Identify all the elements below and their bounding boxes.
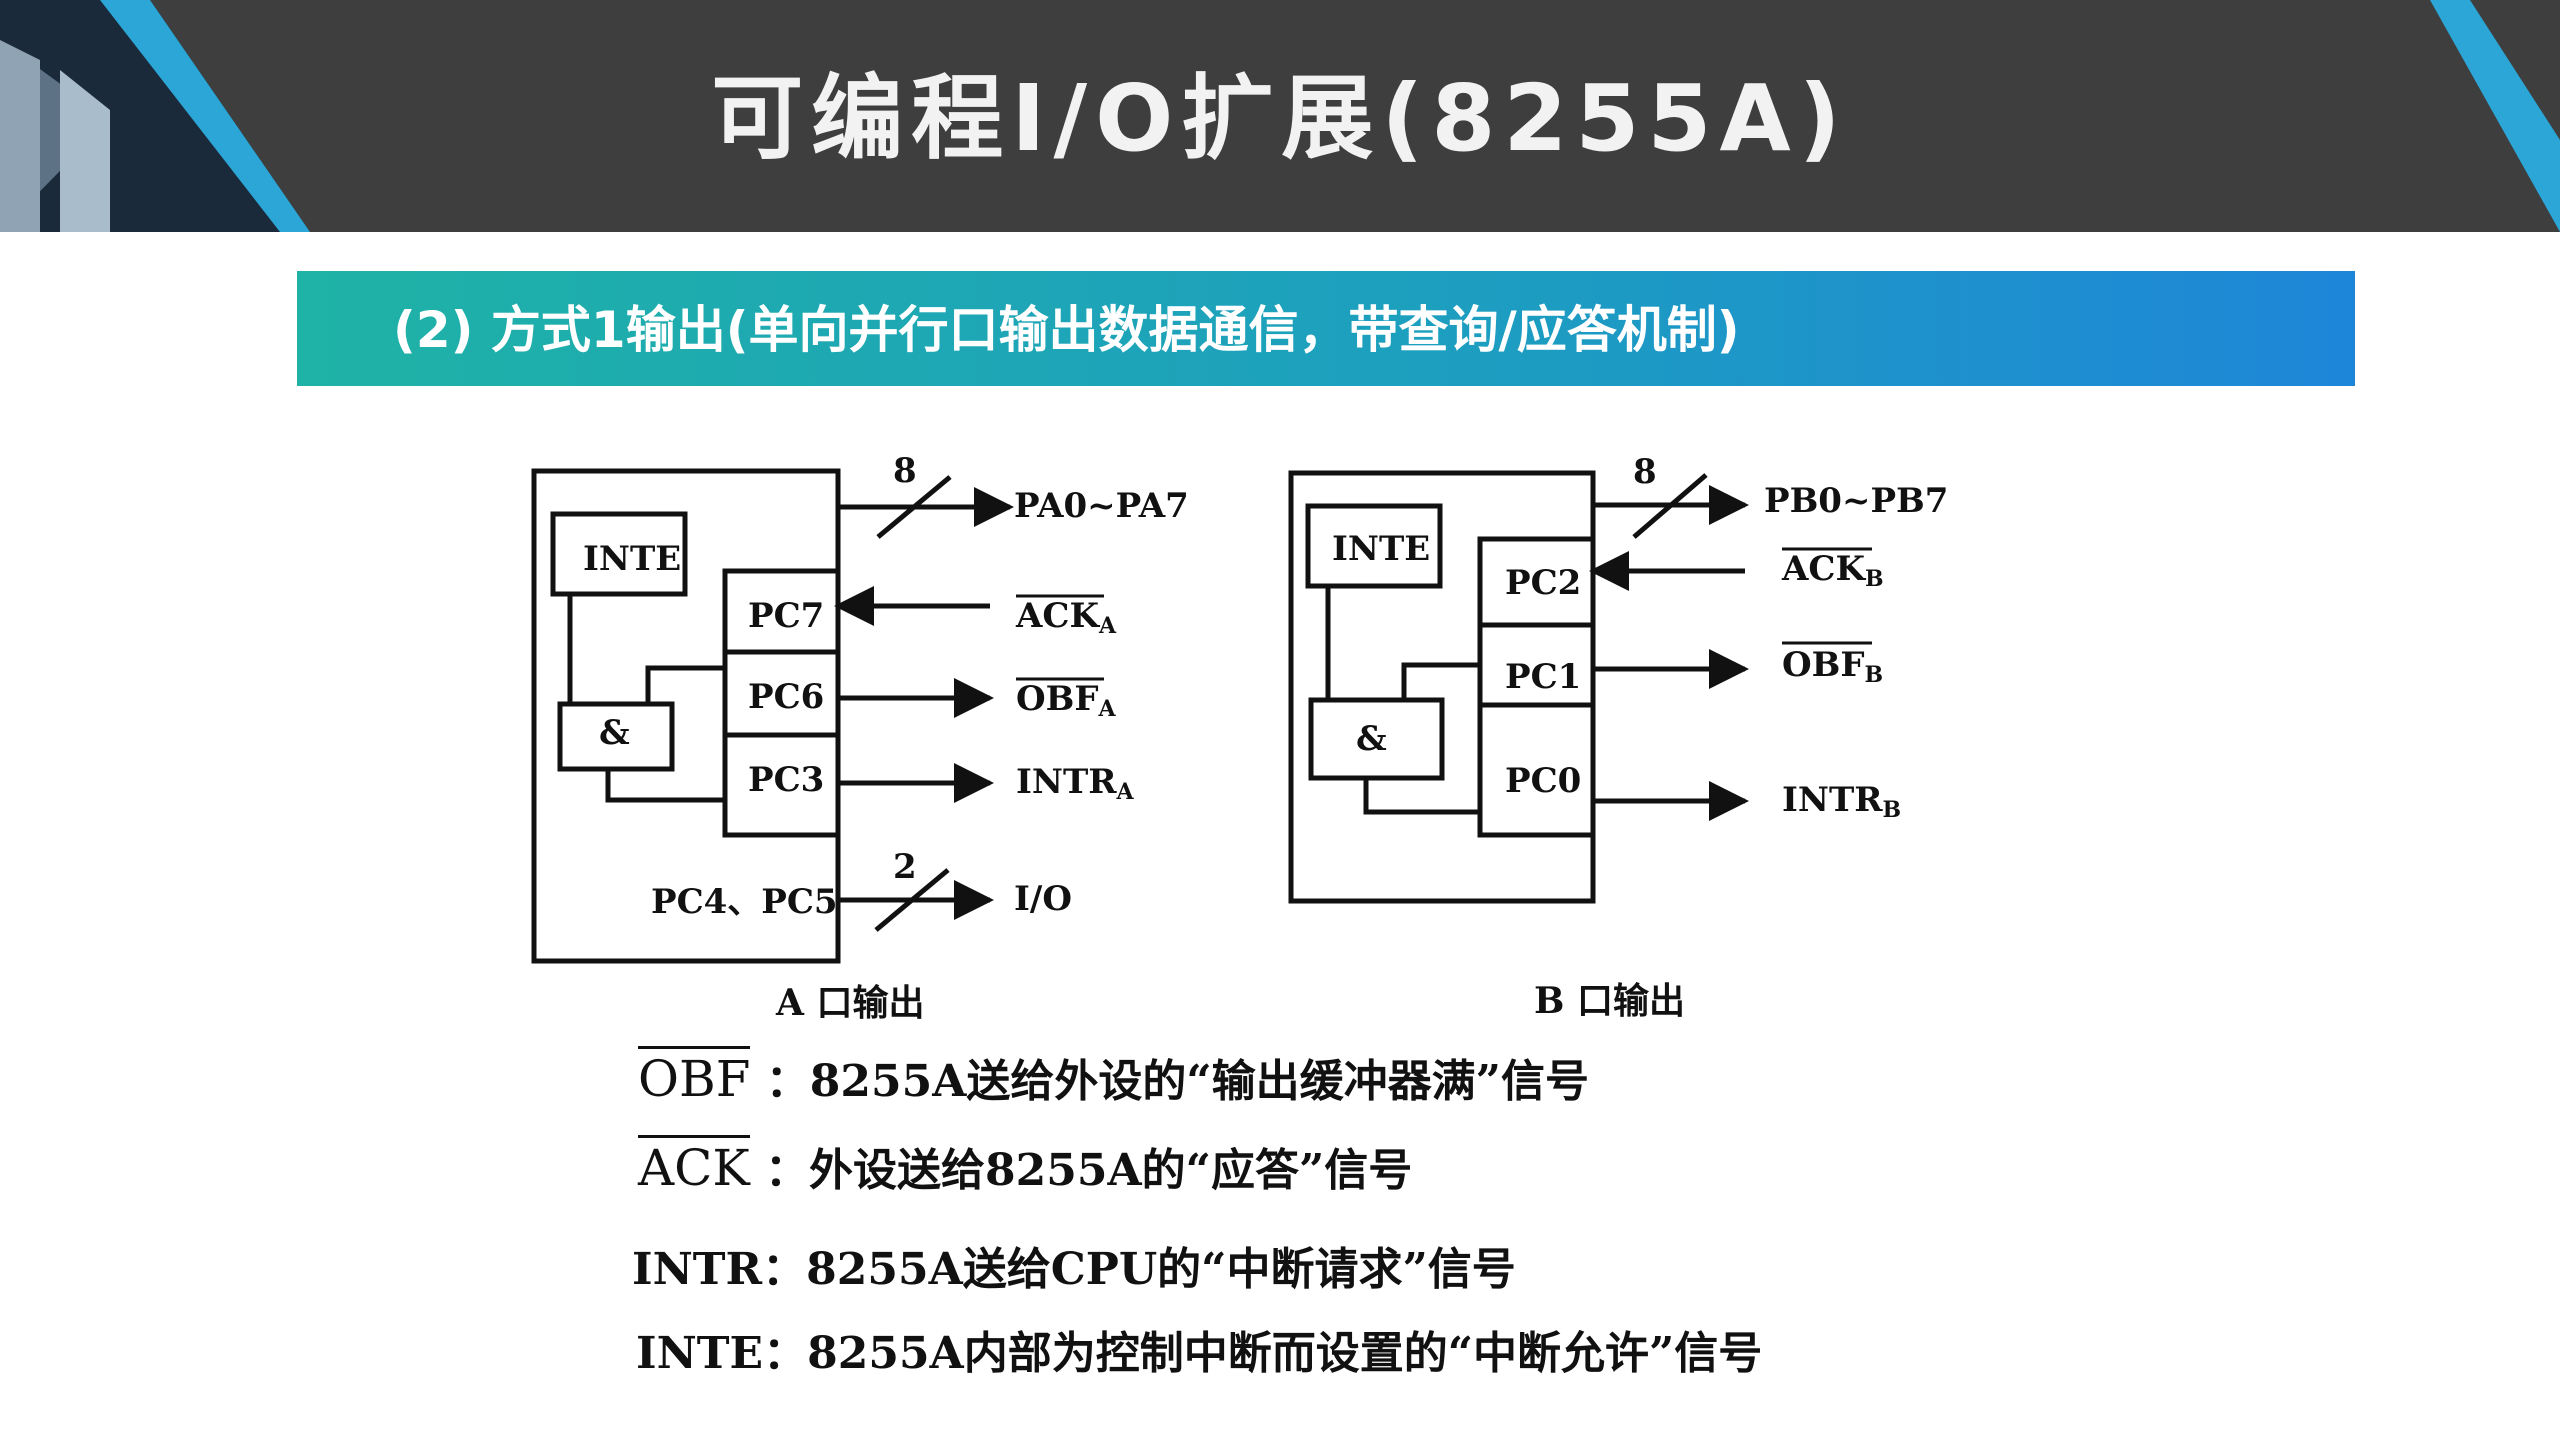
port-a-pc6-label: PC6 — [748, 677, 824, 717]
port-b-bus-width: 8 — [1633, 452, 1657, 492]
section-banner: (2) 方式1输出(单向并行口输出数据通信，带查询/应答机制) — [297, 271, 2355, 386]
definition-term: OBF — [638, 1046, 751, 1108]
definition-text: 8255A内部为控制中断而设置的“中断允许”信号 — [807, 1328, 1763, 1379]
page-title: 可编程I/O扩展(8255A) — [711, 65, 1849, 172]
port-b-obf-feedback-wire — [1401, 662, 1480, 700]
port-b-pc1-label: PC1 — [1505, 657, 1581, 697]
definition-term: ACK — [638, 1135, 750, 1197]
port-a-pc7-label: PC7 — [748, 596, 824, 636]
definition-text: ：8255A送给外设的“输出缓冲器满”信号 — [765, 1056, 1589, 1107]
port-a-intr-wire — [605, 769, 725, 803]
port-a-ack-label: ACKA — [1015, 596, 1117, 639]
port-a-io-width: 2 — [893, 847, 917, 887]
corner-decoration-icon — [2430, 0, 2560, 232]
port-a-obf-feedback-wire — [645, 665, 725, 704]
port-b-inte-label: INTE — [1332, 529, 1430, 569]
header-bar — [0, 0, 2560, 232]
building-decoration-icon — [0, 0, 310, 232]
port-a-bus-slash — [876, 475, 952, 539]
port-b-and-label: & — [1356, 719, 1387, 759]
definition-term: INTR： — [632, 1244, 807, 1295]
port-a-io-label: I/O — [1014, 879, 1072, 919]
port-b-bus-slash — [1632, 473, 1708, 539]
definition-intr: INTR：8255A送给CPU的“中断请求”信号 — [632, 1233, 1516, 1297]
port-a-pc45-label: PC4、PC5 — [651, 882, 838, 922]
port-a-inte-box — [550, 511, 688, 597]
port-a-inte-label: INTE — [583, 539, 681, 579]
port-a-bus-label: PA0~PA7 — [1014, 486, 1189, 526]
definition-obf: OBF ：8255A送给外设的“输出缓冲器满”信号 — [638, 1045, 1589, 1109]
section-heading: (2) 方式1输出(单向并行口输出数据通信，带查询/应答机制) — [393, 301, 1740, 359]
port-a-obf-label: OBFA — [1016, 679, 1117, 722]
port-b-ack-label: ACKB — [1781, 549, 1884, 592]
port-b-inte-box — [1305, 503, 1443, 589]
port-a-io-slash — [874, 868, 950, 932]
port-a-and-gate — [557, 701, 675, 772]
port-a-caption: A 口输出 — [775, 982, 924, 1024]
definition-ack: ACK ：外设送给8255A的“应答”信号 — [638, 1134, 1412, 1198]
port-a-and-label: & — [599, 713, 630, 753]
port-a-pc3-label: PC3 — [748, 760, 824, 800]
port-b-obf-label: OBFB — [1782, 645, 1883, 688]
definition-text: ：外设送给8255A的“应答”信号 — [765, 1145, 1413, 1196]
port-b-and-gate — [1308, 697, 1445, 781]
definition-term: INTE： — [636, 1328, 808, 1379]
definition-text: 8255A送给CPU的“中断请求”信号 — [806, 1244, 1516, 1295]
port-b-pc0-box — [1477, 702, 1596, 838]
definition-inte: INTE：8255A内部为控制中断而设置的“中断允许”信号 — [636, 1317, 1762, 1381]
port-b-pc2-label: PC2 — [1505, 563, 1581, 603]
port-b-bus-label: PB0~PB7 — [1764, 481, 1948, 521]
port-b-intr-label: INTRB — [1782, 780, 1901, 823]
port-a-intr-label: INTRA — [1016, 762, 1135, 805]
port-b-caption: B 口输出 — [1534, 980, 1685, 1022]
port-b-intr-wire — [1363, 778, 1480, 815]
port-a-bus-width: 8 — [893, 451, 917, 491]
port-b-pc0-label: PC0 — [1505, 761, 1581, 801]
